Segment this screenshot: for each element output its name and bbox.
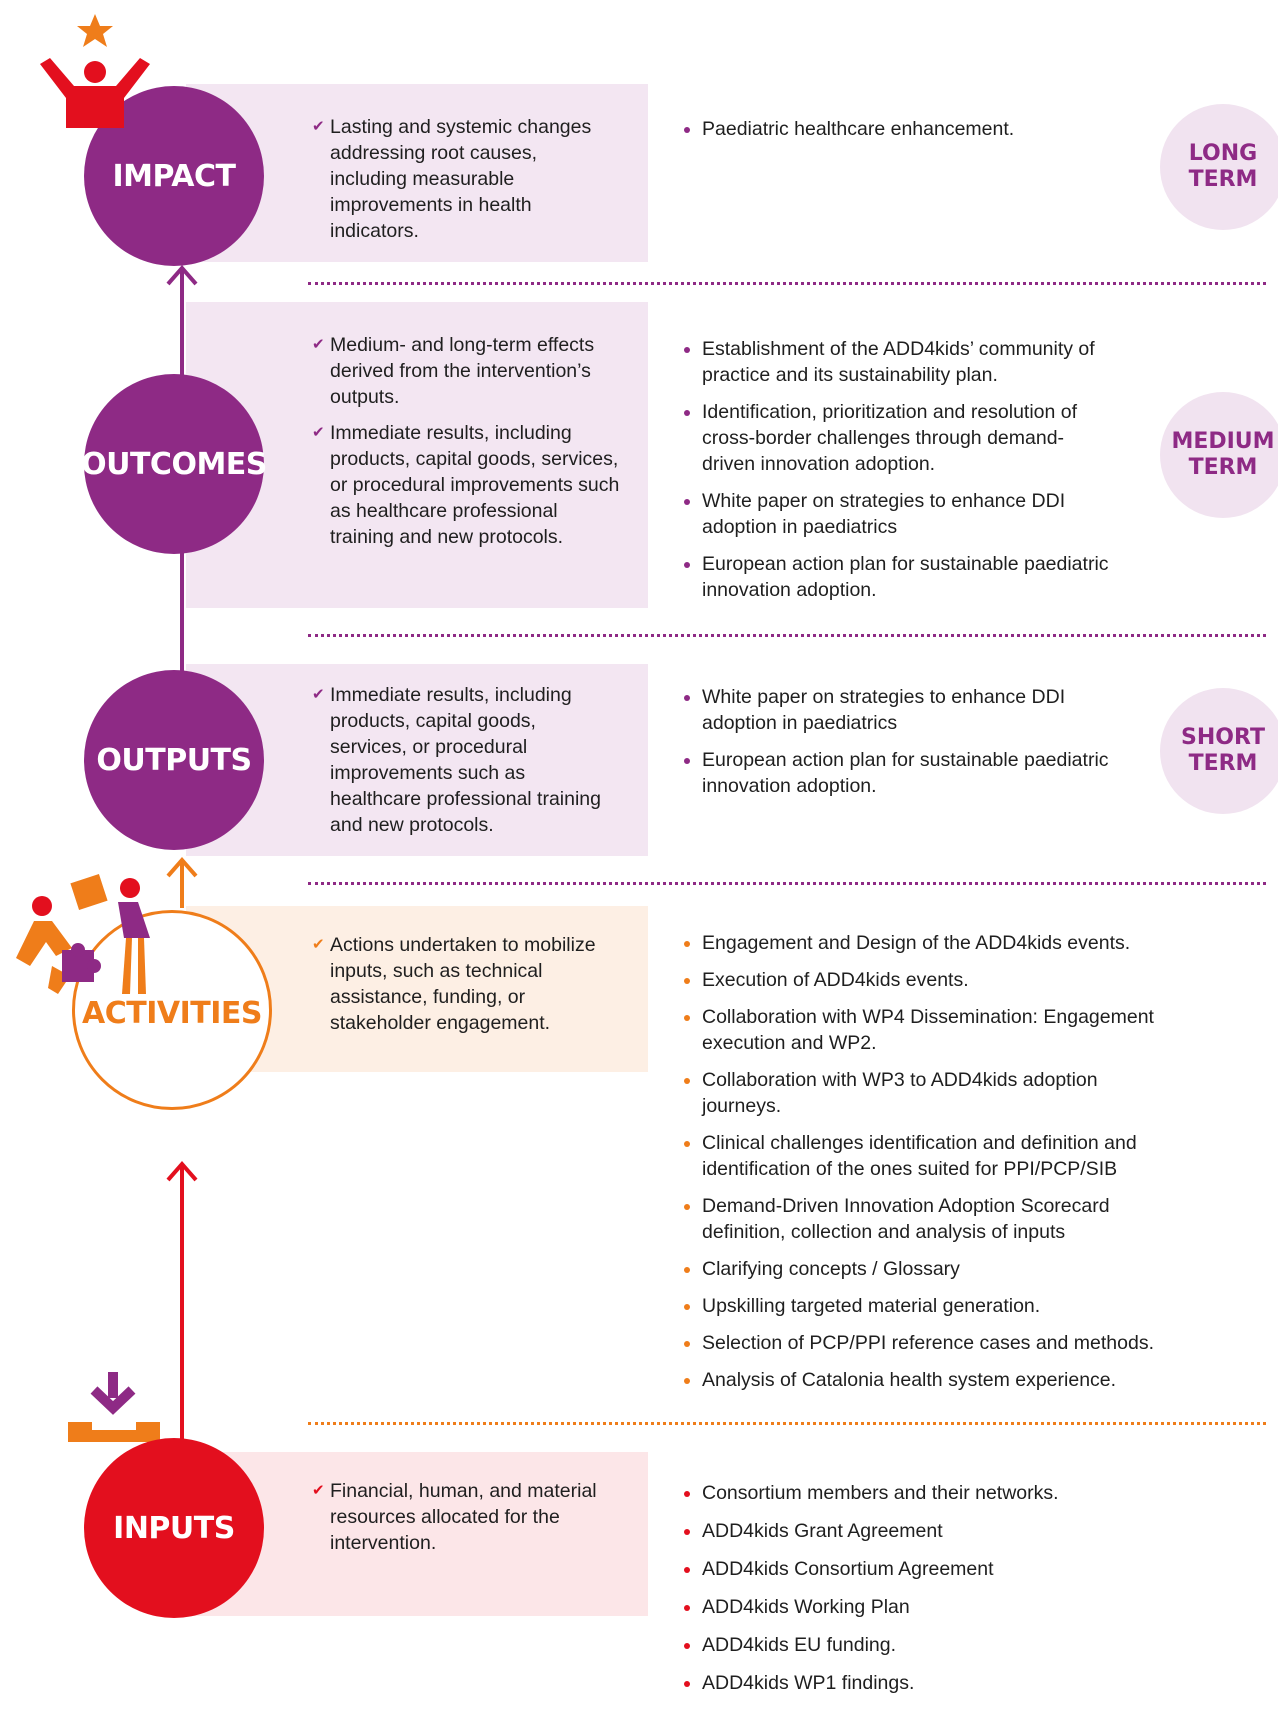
divider-impact-outcomes: [308, 282, 1266, 285]
outputs-bullet-item: White paper on strategies to enhance DDI…: [684, 684, 1122, 736]
impact-label: IMPACT: [112, 158, 236, 194]
activities-label: ACTIVITIES: [82, 995, 262, 1031]
activities-bullet-item: Clinical challenges identification and d…: [684, 1130, 1204, 1182]
activities-bullet-item: Demand-Driven Innovation Adoption Scorec…: [684, 1193, 1172, 1245]
check-icon: ✔: [312, 1482, 325, 1499]
inputs-description: ✔Financial, human, and material resource…: [312, 1478, 622, 1566]
activities-bullet-item: Collaboration with WP3 to ADD4kids adopt…: [684, 1067, 1142, 1119]
inputs-bullet-item: ADD4kids Working Plan: [684, 1594, 1164, 1620]
people-puzzle-icon: [16, 874, 150, 994]
outcomes-bullet-item: Establishment of the ADD4kids’ community…: [684, 336, 1152, 388]
activities-bullet-list: Engagement and Design of the ADD4kids ev…: [684, 930, 1204, 1393]
outcomes-bullet-list: Establishment of the ADD4kids’ community…: [684, 336, 1152, 603]
outcomes-circle: OUTCOMES: [81, 374, 267, 554]
check-icon: ✔: [312, 936, 325, 953]
download-tray-icon: [68, 1372, 160, 1442]
activities-desc-item: ✔Actions undertaken to mobilize inputs, …: [312, 934, 596, 1034]
outputs-label: OUTPUTS: [96, 742, 252, 778]
divider-outputs-activities: [308, 882, 1266, 885]
outcomes-desc-item: ✔Medium- and long-term effects derived f…: [312, 334, 595, 408]
outputs-circle: OUTPUTS: [84, 670, 264, 850]
activities-bullet-item: Engagement and Design of the ADD4kids ev…: [684, 930, 1204, 956]
activities-bullet-item: Execution of ADD4kids events.: [684, 967, 1204, 993]
impact-description: ✔Lasting and systemic changes addressing…: [312, 114, 612, 254]
inputs-bullet-list: Consortium members and their networks. A…: [684, 1480, 1164, 1696]
activities-bullet-item: Selection of PCP/PPI reference cases and…: [684, 1330, 1204, 1356]
outcomes-desc-item: ✔Immediate results, including products, …: [312, 422, 620, 548]
arrowhead-impact: [166, 264, 198, 286]
inputs-bullet-item: ADD4kids EU funding.: [684, 1632, 1164, 1658]
outputs-bullet-item: European action plan for sustainable pae…: [684, 747, 1144, 799]
impact-desc-item: ✔Lasting and systemic changes addressing…: [312, 116, 592, 242]
inputs-desc-item: ✔Financial, human, and material resource…: [312, 1480, 597, 1554]
inputs-label: INPUTS: [113, 1510, 235, 1546]
activities-circle: ACTIVITIES: [72, 910, 272, 1110]
outcomes-bullet-item: European action plan for sustainable pae…: [684, 551, 1152, 603]
activities-bullet-item: Collaboration with WP4 Dissemination: En…: [684, 1004, 1204, 1056]
impact-bullet-list: Paediatric healthcare enhancement.: [684, 116, 1124, 142]
inputs-bullet-item: ADD4kids WP1 findings.: [684, 1670, 1164, 1696]
inputs-circle: INPUTS: [84, 1438, 264, 1618]
check-icon: ✔: [312, 686, 325, 703]
activities-bullet-item: Analysis of Catalonia health system expe…: [684, 1367, 1204, 1393]
check-icon: ✔: [312, 424, 325, 441]
divider-outcomes-outputs: [308, 634, 1266, 637]
outcomes-bullet-item: Identification, prioritization and resol…: [684, 399, 1112, 477]
activities-description: ✔Actions undertaken to mobilize inputs, …: [312, 932, 620, 1046]
divider-activities-inputs: [308, 1422, 1266, 1425]
arrowhead-outputs: [166, 856, 198, 878]
outputs-bullet-list: White paper on strategies to enhance DDI…: [684, 684, 1144, 799]
check-icon: ✔: [312, 118, 325, 135]
check-icon: ✔: [312, 336, 325, 353]
activities-bullet-item: Clarifying concepts / Glossary: [684, 1256, 1204, 1282]
impact-bullet-item: Paediatric healthcare enhancement.: [684, 116, 1124, 142]
activities-bullet-item: Upskilling targeted material generation.: [684, 1293, 1204, 1319]
outcomes-bullet-item: White paper on strategies to enhance DDI…: [684, 488, 1122, 540]
arrowhead-activities: [166, 1160, 198, 1182]
outcomes-description: ✔Medium- and long-term effects derived f…: [312, 332, 620, 560]
person-celebrating-star-icon: [40, 14, 150, 128]
outcomes-label: OUTCOMES: [81, 446, 267, 482]
inputs-bullet-item: ADD4kids Grant Agreement: [684, 1518, 1164, 1544]
outputs-desc-item: ✔Immediate results, including products, …: [312, 684, 602, 836]
inputs-bullet-item: ADD4kids Consortium Agreement: [684, 1556, 1164, 1582]
inputs-bullet-item: Consortium members and their networks.: [684, 1480, 1164, 1506]
outputs-description: ✔Immediate results, including products, …: [312, 682, 612, 848]
